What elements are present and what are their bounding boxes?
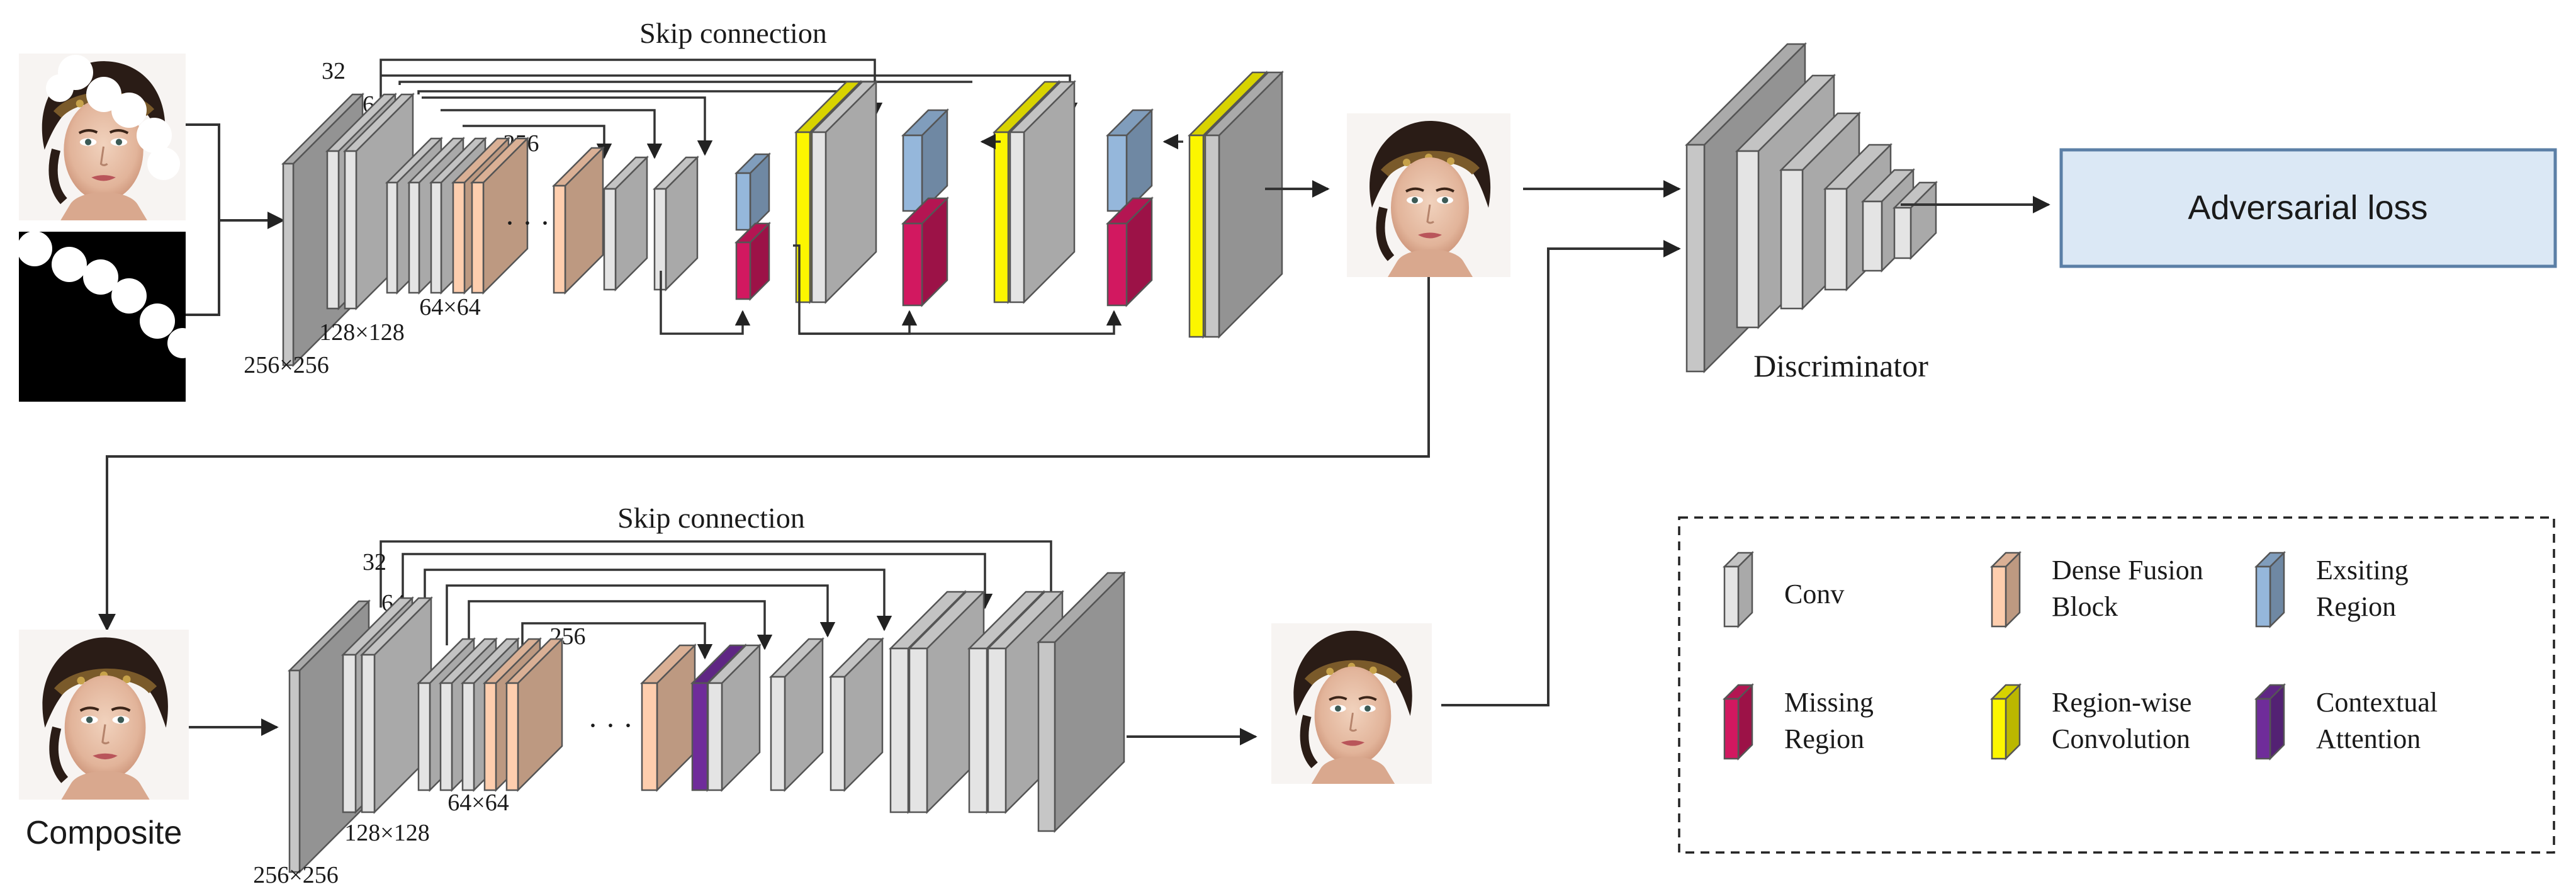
legend-swatch-missing [1722,682,1755,761]
ellipsis-bottom: · · · [588,709,633,742]
missing-region-block [734,221,772,302]
size-label-128-bottom: 128×128 [344,820,429,846]
legend-label-contextual: Contextual [2316,687,2438,718]
discriminator-label: Discriminator [1753,348,1928,383]
composite-label: Composite [26,815,183,851]
conv-block [602,155,650,292]
adversarial-loss-label: Adversarial loss [2188,189,2427,227]
legend-swatch-dense [1989,550,2022,629]
legend-sublabel-existing: Region [2316,591,2396,622]
conv-block [1203,70,1285,339]
legend-label-regionwise: Region-wise [2052,687,2191,718]
size-label-64-top: 64×64 [419,294,480,320]
conv-block [1008,79,1077,305]
mask-image [17,231,198,402]
channel-label-32-bottom: 32 [363,549,386,575]
legend-box [1678,516,2555,854]
legend-sublabel-missing: Region [1784,723,1864,754]
ellipsis-top: · · · [505,207,550,240]
legend-sublabel-contextual: Attention [2316,723,2421,754]
dense-fusion-block [504,637,565,793]
conv-block [652,155,700,292]
skip-connection-label-bottom: Skip connection [617,502,805,534]
composite-input-image [19,630,189,800]
output-face-bottom [1271,623,1432,784]
legend-sublabel-regionwise: Convolution [2052,723,2190,754]
encoder-decoder-blocks-top [281,70,1285,368]
conv-block [828,637,885,793]
discriminator: Discriminator Adversarial loss [1684,42,2557,383]
size-label-256-top: 256×256 [244,352,329,378]
encoder-decoder-blocks-bottom [287,570,1127,875]
legend-swatch-existing [2254,550,2286,629]
conv-block [809,79,879,305]
legend-swatch-contextual [2254,682,2286,761]
size-label-128-top: 128×128 [319,319,404,346]
conv-block [768,637,825,793]
channel-label-32-top: 32 [322,58,346,84]
missing-region-block [901,196,950,308]
dense-fusion-block [639,643,697,793]
legend-sublabel-dense: Block [2052,591,2118,622]
existing-region-block [734,152,772,232]
existing-region-block [1105,108,1154,213]
existing-region-block [901,108,950,213]
disc-conv-block [1892,180,1938,261]
legend-label-dense: Dense Fusion [2052,555,2203,586]
dense-fusion-block [470,136,530,295]
bottom-generator: Composite Skip connection 32 64 256 256×… [19,240,1681,888]
size-label-256-bottom: 256×256 [253,862,338,888]
conv-block [1036,570,1127,834]
output-face-top [1347,113,1510,277]
dense-fusion-block [551,145,605,295]
legend-label-conv: Conv [1784,579,1844,609]
skip-connection-label-top: Skip connection [639,17,827,49]
legend-label-existing: Exsiting [2316,555,2409,586]
legend-swatch-regionwise [1989,682,2022,761]
conv-block [706,643,762,793]
skip-connections-top: Skip connection 32 64 256 [322,17,1078,159]
adversarial-loss-box [2059,148,2557,268]
top-generator: Skip connection 32 64 256 256×256 128×12… [17,17,1681,631]
missing-region-block [1105,196,1154,308]
legend-label-missing: Missing [1784,687,1874,718]
size-label-64-bottom: 64×64 [447,790,509,816]
masked-input-image [19,54,186,220]
legend-swatch-conv [1722,550,1755,629]
conv-block [359,596,434,815]
